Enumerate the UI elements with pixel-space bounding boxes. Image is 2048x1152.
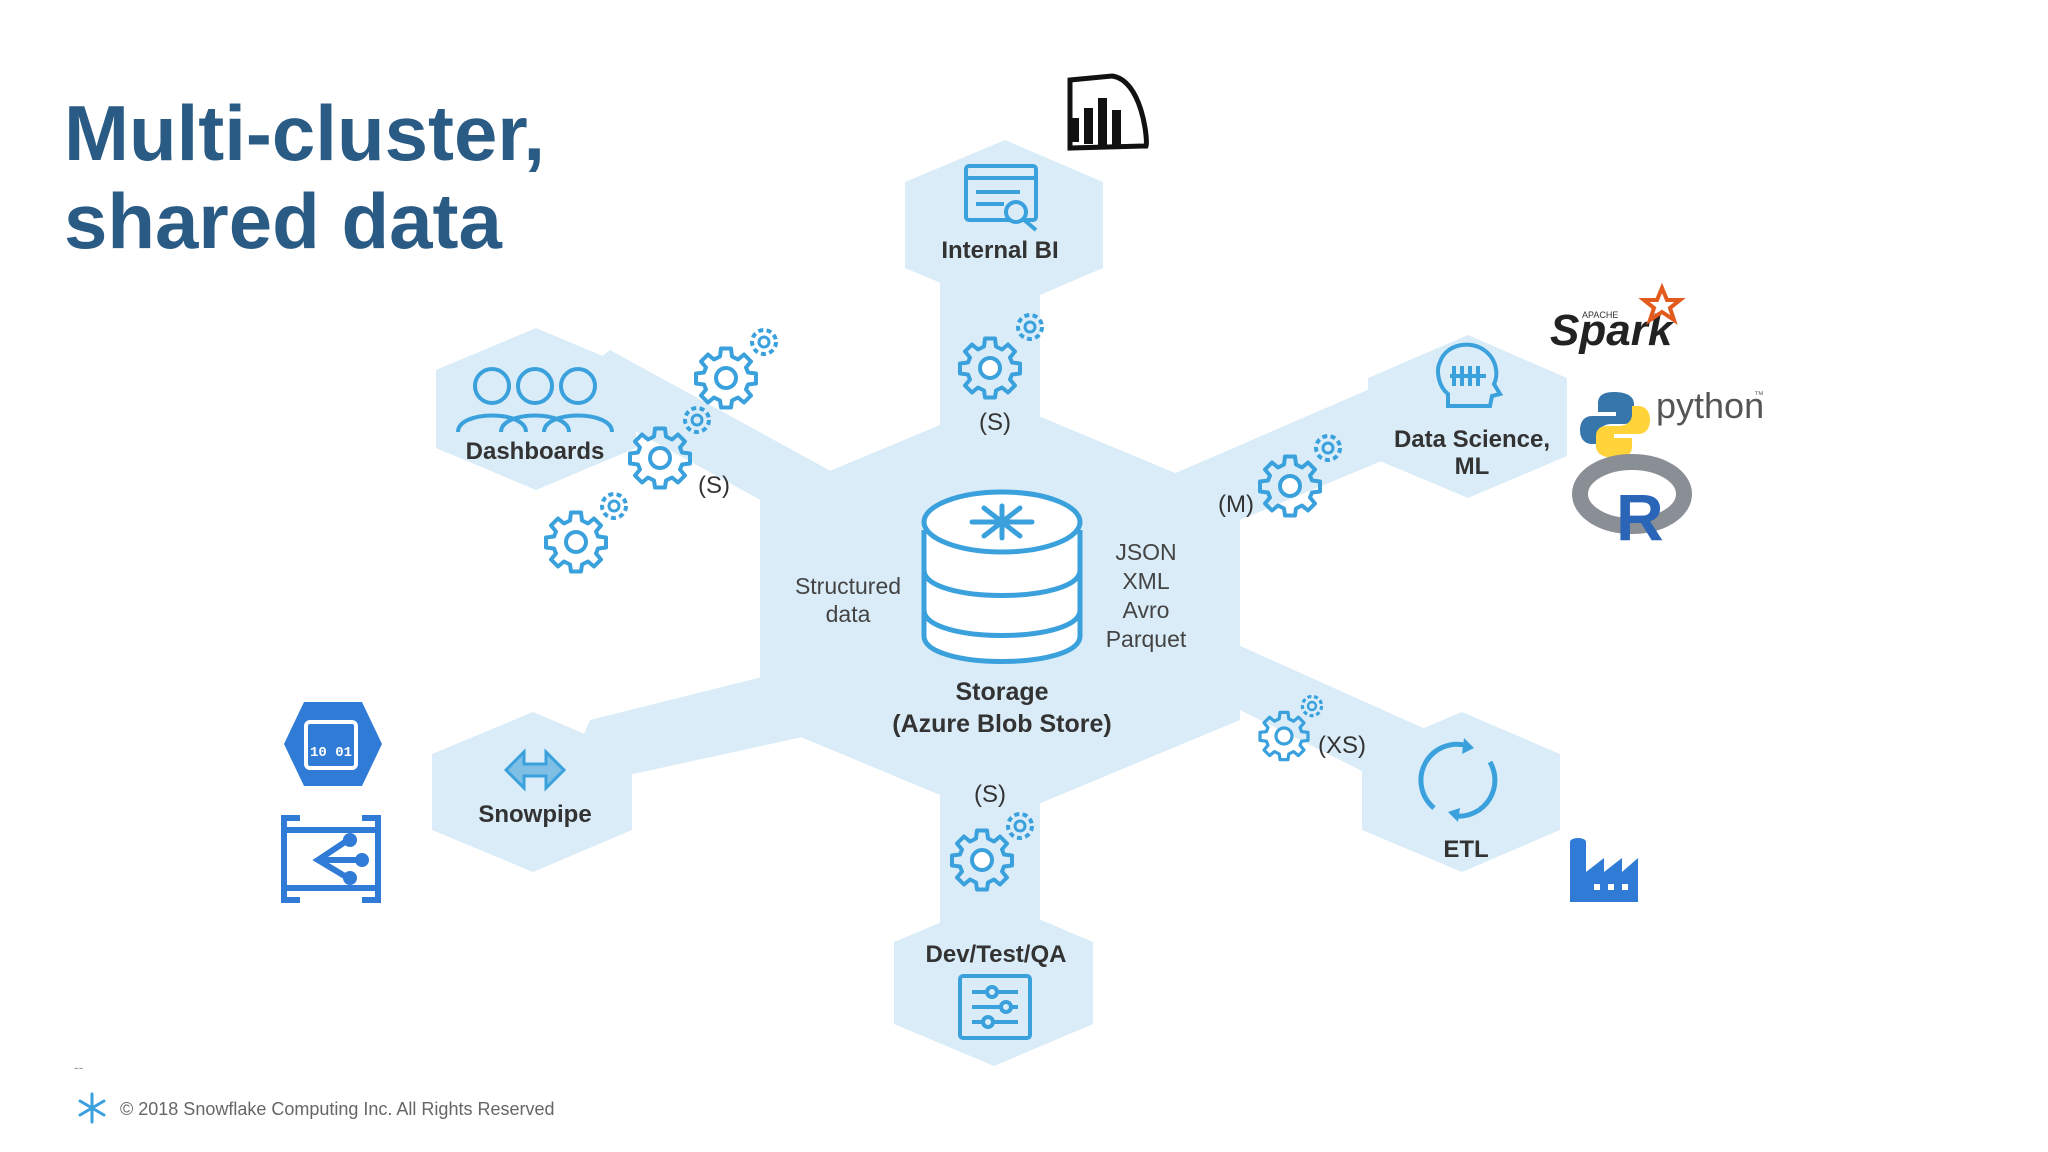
svg-text:R: R xyxy=(1616,480,1664,554)
azure-blob-storage-icon: 10 01 xyxy=(284,702,382,786)
devtest-label: Dev/Test/QA xyxy=(926,941,1067,968)
format-xml: XML xyxy=(1122,568,1170,594)
svg-text:10 01: 10 01 xyxy=(310,745,352,761)
snowflake-logo-icon xyxy=(78,1092,106,1124)
refresh-cycle-icon xyxy=(1418,738,1498,822)
dashboards-icon xyxy=(456,367,614,433)
svg-text:Spark: Spark xyxy=(1550,306,1675,355)
svg-text:™: ™ xyxy=(1754,390,1764,401)
snowflake-icon xyxy=(969,503,1035,541)
lower-right-warehouse-size: (XS) xyxy=(1318,732,1366,759)
power-bi-icon xyxy=(1067,73,1149,151)
footer-dash: -- xyxy=(74,1059,84,1075)
azure-data-factory-icon xyxy=(1570,838,1638,902)
azure-event-hub-icon xyxy=(281,815,381,903)
internal-bi-icon xyxy=(964,164,1038,232)
double-arrow-icon xyxy=(503,748,567,792)
python-logo: python ™ xyxy=(1580,385,1764,458)
internal-bi-hexagon xyxy=(905,140,1103,310)
copyright-footer: © 2018 Snowflake Computing Inc. All Righ… xyxy=(120,1099,555,1119)
structured-data-label-2: data xyxy=(826,601,871,627)
data-science-label-1: Data Science, xyxy=(1394,426,1550,453)
snowpipe-label: Snowpipe xyxy=(478,801,591,828)
storage-label-1: Storage xyxy=(955,678,1048,706)
etl-hexagon xyxy=(1362,712,1560,872)
devtest-hexagon xyxy=(894,900,1093,1066)
svg-text:APACHE: APACHE xyxy=(1582,310,1618,320)
format-avro: Avro xyxy=(1123,597,1170,623)
settings-sliders-icon xyxy=(958,974,1032,1040)
storage-label-2: (Azure Blob Store) xyxy=(892,710,1111,738)
data-science-hexagon xyxy=(1368,335,1567,498)
structured-data-label-1: Structured xyxy=(795,573,901,599)
r-language-logo: R xyxy=(1572,454,1692,554)
format-parquet: Parquet xyxy=(1106,626,1187,652)
dashboards-label: Dashboards xyxy=(466,438,605,465)
dashboards-hexagon xyxy=(436,328,636,490)
internal-bi-label: Internal BI xyxy=(941,237,1058,264)
database-icon xyxy=(921,489,1083,664)
format-json: JSON xyxy=(1115,539,1176,565)
title-line-1: Multi-cluster, xyxy=(64,89,545,177)
snowpipe-hexagon xyxy=(432,712,632,872)
title-line-2: shared data xyxy=(64,177,502,265)
top-warehouse-size: (S) xyxy=(979,409,1011,436)
upper-left-warehouse-size: (S) xyxy=(698,472,730,499)
svg-text:python: python xyxy=(1656,385,1764,426)
data-science-label-2: ML xyxy=(1455,453,1490,480)
upper-right-warehouse-size: (M) xyxy=(1218,491,1254,518)
etl-label: ETL xyxy=(1443,836,1488,863)
bottom-warehouse-size: (S) xyxy=(974,781,1006,808)
brain-head-icon xyxy=(1436,342,1504,408)
apache-spark-logo: APACHE Spark xyxy=(1550,282,1686,355)
